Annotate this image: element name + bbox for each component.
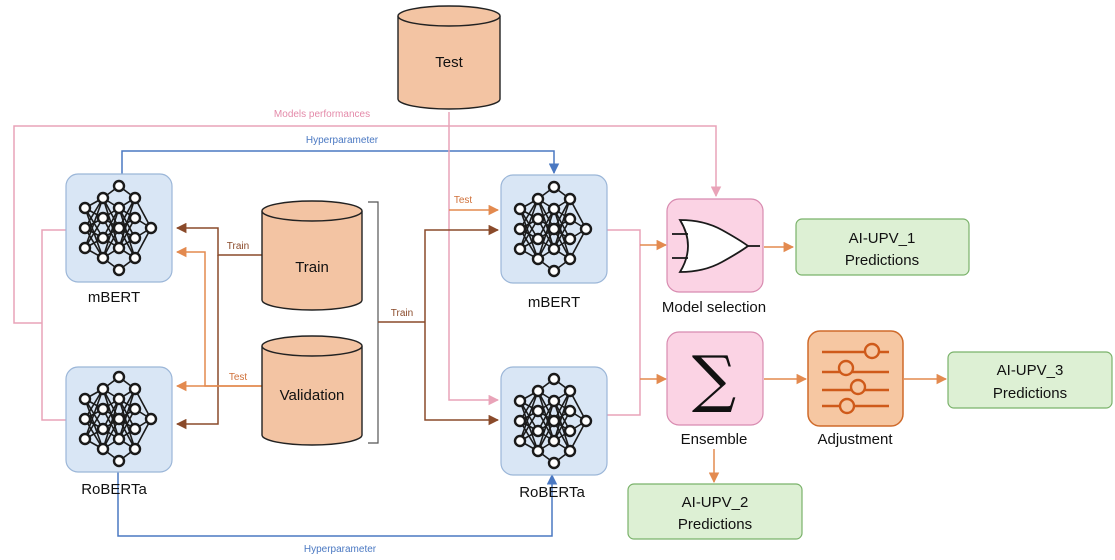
left-roberta-label: RoBERTa — [81, 481, 147, 498]
train-cylinder: Train — [261, 200, 363, 311]
output-1-line-2: Predictions — [845, 252, 919, 269]
right-roberta-label: RoBERTa — [519, 484, 585, 501]
models-performances-line — [13, 125, 722, 324]
train-to-right-mbert — [424, 224, 500, 322]
hyperparameter-top-line — [121, 150, 560, 175]
left-models-bracket — [41, 229, 66, 421]
output-1-line-1: AI-UPV_1 — [849, 230, 916, 247]
output-ai-upv-3: AI-UPV_3 Predictions — [947, 351, 1113, 409]
output-ai-upv-2: AI-UPV_2 Predictions — [627, 483, 803, 540]
datasets-bracket — [368, 201, 379, 444]
train-left-label: Train — [227, 241, 249, 252]
left-roberta-model: RoBERTa — [65, 366, 173, 498]
ensemble-label: Ensemble — [681, 431, 748, 448]
test-cylinder: Test — [397, 5, 501, 110]
hyperparameter-bottom-line — [117, 472, 558, 537]
hyperparameter-bottom-label: Hyperparameter — [304, 544, 377, 555]
sliders-icon — [822, 342, 889, 415]
hyperparameter-top-label: Hyperparameter — [306, 135, 379, 146]
left-mbert-label: mBERT — [88, 289, 140, 306]
right-mbert-model: mBERT — [500, 174, 608, 311]
test-label: Test — [435, 54, 463, 71]
validation-to-mbert-arrow — [175, 246, 262, 387]
train-to-right-roberta — [424, 322, 500, 426]
left-mbert-model: mBERT — [65, 173, 173, 306]
ensemble-node: ∑ Ensemble — [666, 331, 764, 448]
model-selection-node: Model selection — [662, 198, 766, 316]
or-gate-icon — [672, 219, 760, 273]
validation-label: Validation — [280, 387, 345, 404]
output-3-line-1: AI-UPV_3 — [997, 362, 1064, 379]
right-mbert-label: mBERT — [528, 294, 580, 311]
output-3-line-2: Predictions — [993, 385, 1067, 402]
adjustment-label: Adjustment — [817, 431, 893, 448]
test-left-label: Test — [229, 372, 248, 383]
validation-cylinder: Validation — [261, 335, 363, 446]
test-mid-label: Test — [454, 195, 473, 206]
output-2-line-1: AI-UPV_2 — [682, 494, 749, 511]
train-to-roberta-arrow — [175, 255, 219, 430]
test-feed-line — [448, 112, 500, 406]
right-roberta-model: RoBERTa — [500, 366, 608, 501]
output-2-line-2: Predictions — [678, 516, 752, 533]
train-label: Train — [295, 259, 329, 276]
right-mbert-out-line — [607, 229, 641, 416]
model-selection-label: Model selection — [662, 299, 766, 316]
adjustment-node: Adjustment — [807, 330, 904, 448]
models-performances-label: Models performances — [274, 109, 370, 120]
train-mid-label: Train — [391, 308, 413, 319]
output-ai-upv-1: AI-UPV_1 Predictions — [795, 218, 970, 276]
sigma-icon: ∑ — [692, 342, 736, 415]
train-to-mbert-arrow-1 — [175, 222, 262, 256]
